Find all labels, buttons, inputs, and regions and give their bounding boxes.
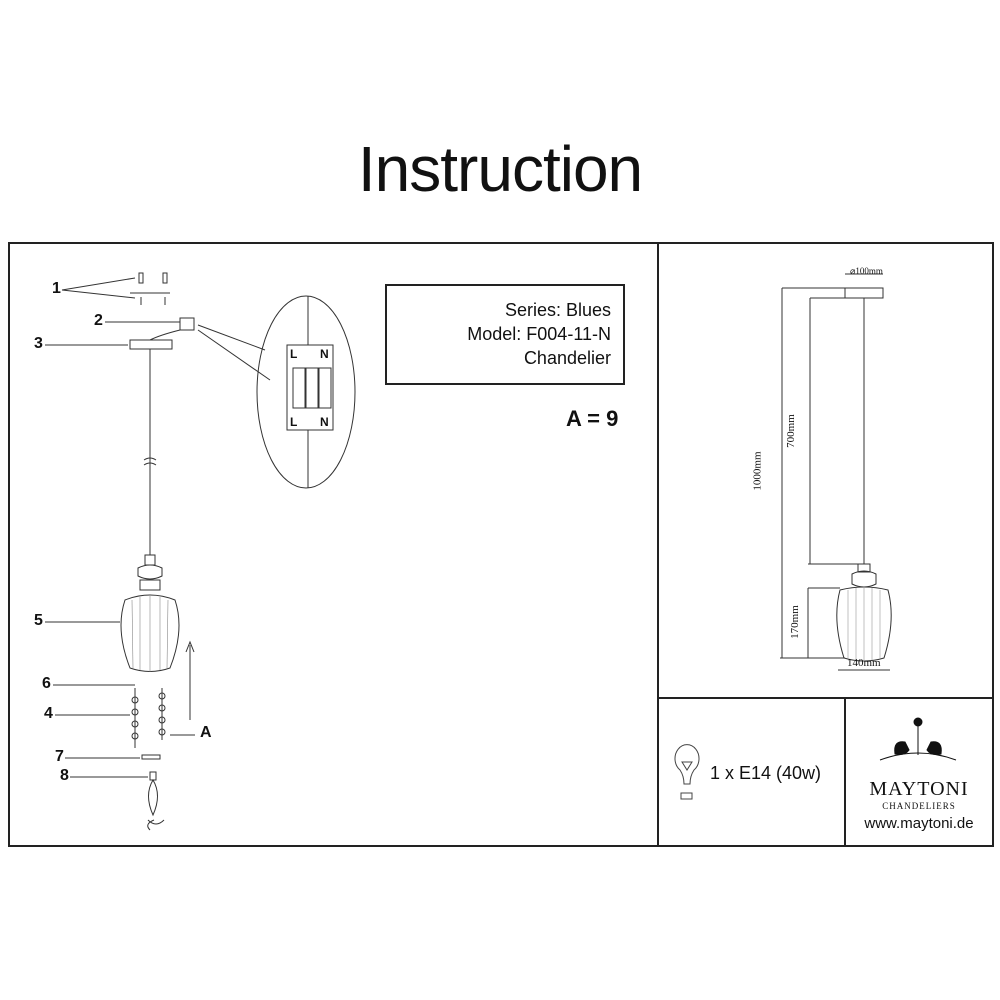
series: Series: Blues <box>504 300 611 320</box>
page-title: Instruction <box>357 133 643 205</box>
dim-canopy: ⌀100mm <box>850 266 883 276</box>
wire-label-l: L <box>290 347 298 361</box>
wire-label-l: L <box>290 415 298 429</box>
product-type: Chandelier <box>523 348 611 368</box>
product-info-box: Series: Blues Model: F004-11-N Chandelie… <box>385 284 625 385</box>
lamp-holder <box>137 554 163 591</box>
part-label-a: A <box>200 724 212 741</box>
wire <box>149 329 181 341</box>
part-label-6: 6 <box>42 675 51 692</box>
dim-shade-height: 170mm <box>788 605 801 639</box>
model: Model: F004-11-N <box>467 324 611 344</box>
crystal-quantity: A = 9 <box>566 406 619 431</box>
leader-lines <box>45 277 195 778</box>
part-label-5: 5 <box>34 612 43 629</box>
crystal-strands-icon <box>131 688 166 748</box>
part-label-8: 8 <box>60 767 69 784</box>
divider <box>657 242 659 845</box>
ring-icon <box>141 754 161 760</box>
divider <box>659 697 992 699</box>
wire-label-n: N <box>320 415 329 429</box>
brand-name: MAYTONI <box>869 778 969 800</box>
part-label-4: 4 <box>44 705 53 722</box>
dim-total: 1000mm <box>751 451 764 491</box>
dimension-drawing <box>780 273 892 671</box>
maytoni-logo <box>879 717 957 761</box>
rotate-arrow-icon <box>147 819 165 831</box>
diagram-frame <box>8 242 994 847</box>
terminal-block-icon <box>179 317 195 331</box>
part-label-7: 7 <box>55 748 64 765</box>
bulb-spec: 1 x E14 (40w) <box>710 763 822 783</box>
part-label-2: 2 <box>94 312 103 329</box>
wiring-detail-circle <box>256 295 356 489</box>
bulb-icon <box>674 744 700 800</box>
glass-shade-icon <box>120 594 180 672</box>
brand-subtitle: CHANDELIERS <box>882 801 956 811</box>
dim-cable: 700mm <box>784 414 797 448</box>
wire-label-n: N <box>320 347 329 361</box>
dim-shade-width: 140mm <box>847 657 881 669</box>
part-label-3: 3 <box>34 335 43 352</box>
screws-icon <box>130 272 170 305</box>
divider <box>844 699 846 845</box>
canopy-icon <box>129 339 173 350</box>
brand-url: www.maytoni.de <box>864 815 974 832</box>
candle-bulb-icon <box>148 771 158 817</box>
part-label-1: 1 <box>52 280 61 297</box>
terminal-detail <box>286 344 334 431</box>
